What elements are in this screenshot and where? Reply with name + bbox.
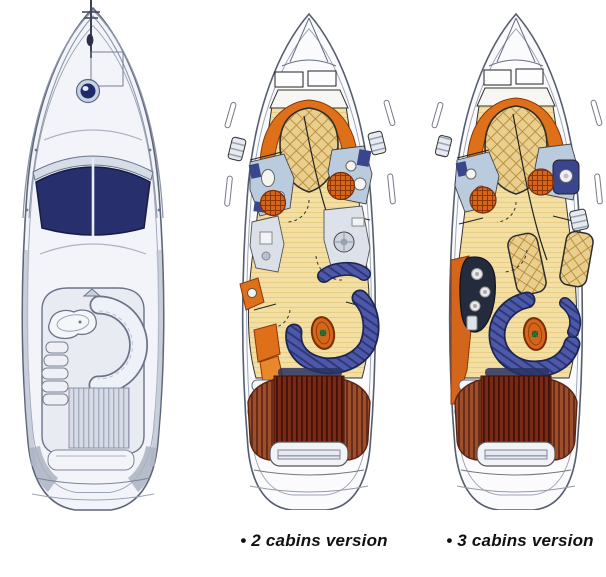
cockpit-table — [48, 309, 97, 340]
cockpit-deck — [68, 387, 130, 449]
gunwale-fittings — [224, 99, 396, 207]
swim-platform — [31, 493, 155, 501]
forward-cabin — [258, 70, 360, 194]
exterior-deck-drawing — [21, 0, 165, 511]
head-compartment-starboard — [527, 143, 580, 201]
salon — [488, 291, 582, 378]
exterior-deck-plan — [2, 0, 184, 520]
door-swing-arcs — [496, 201, 528, 273]
deck-hatch — [515, 68, 544, 85]
caption-2-cabins: • 2 cabins version — [240, 531, 388, 550]
berth — [507, 232, 547, 296]
deck-hatch — [483, 69, 512, 86]
transom-bench — [47, 449, 135, 471]
swim-platform — [456, 485, 576, 493]
salon — [239, 262, 380, 413]
mid-cabin — [507, 230, 594, 296]
cockpit — [247, 368, 371, 467]
three-cabins-drawing — [431, 12, 603, 510]
v-berth — [279, 107, 339, 193]
caption-3-cabins: • 3 cabins version — [446, 531, 594, 550]
stern — [30, 446, 156, 501]
foredeck-hatch — [75, 78, 101, 104]
two-cabins-drawing — [224, 12, 396, 510]
galley — [450, 255, 496, 405]
basin-table — [326, 171, 356, 201]
basin-table — [259, 189, 287, 217]
two-cabins-plan — [220, 10, 400, 510]
cockpit-steps — [41, 341, 69, 406]
stern — [249, 469, 369, 493]
basin-table — [469, 186, 497, 214]
deck-hatch — [274, 71, 304, 88]
deck-hatch — [307, 70, 337, 87]
galley — [323, 205, 371, 277]
bow-pulpit — [22, 9, 164, 219]
v-berth — [484, 105, 548, 195]
cabin-top — [32, 129, 154, 255]
three-cabins-plan — [427, 10, 606, 510]
berth — [559, 230, 594, 288]
forward-cabin — [465, 68, 567, 195]
gunwale-fittings — [431, 99, 603, 232]
stern — [456, 469, 576, 493]
cockpit — [454, 368, 578, 467]
toilet — [261, 169, 275, 187]
cockpit — [41, 287, 148, 455]
swim-platform — [249, 485, 369, 493]
mast-and-anchor — [82, 0, 124, 87]
head-compartment-port — [248, 153, 295, 273]
head-compartment-port — [454, 151, 500, 214]
basin-table — [527, 168, 555, 196]
head-compartment-starboard — [326, 145, 373, 205]
